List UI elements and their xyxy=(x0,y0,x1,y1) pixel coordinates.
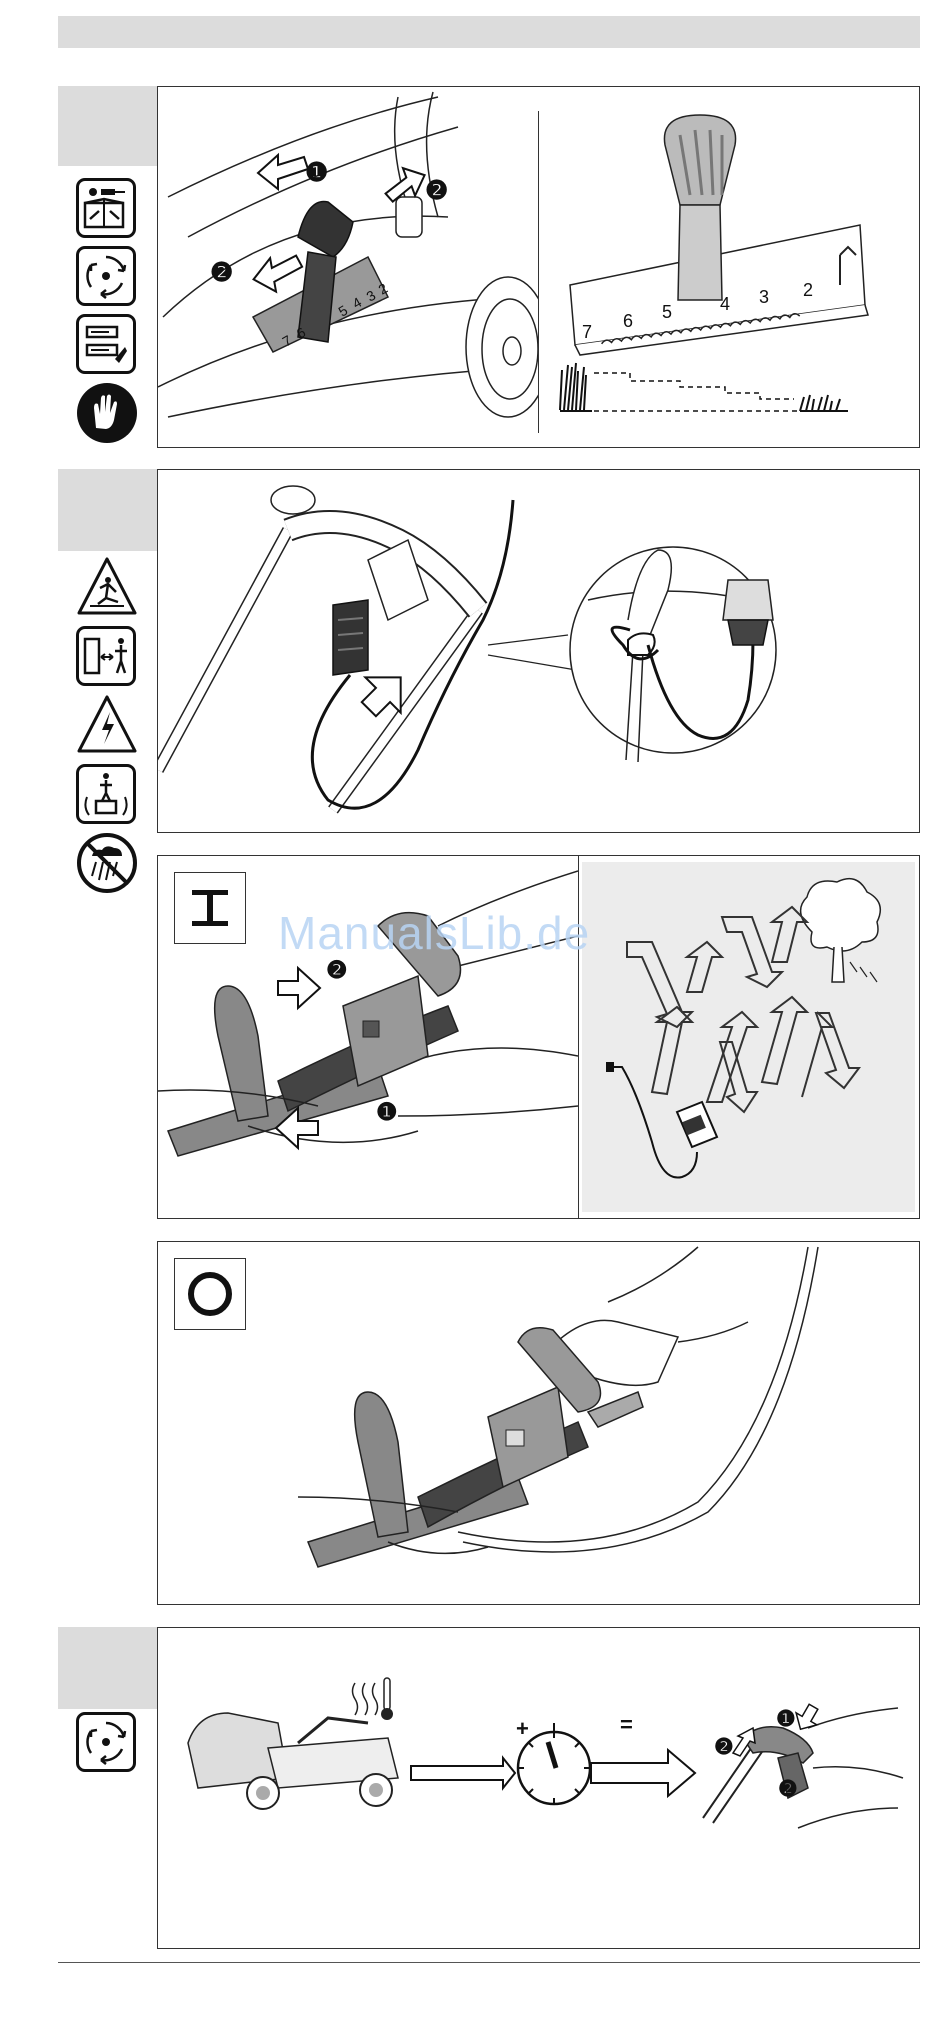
divider xyxy=(538,111,539,433)
callout-2: ❷ xyxy=(210,257,233,288)
keep-bystanders-away-icon xyxy=(76,764,136,824)
section-tab-1 xyxy=(58,86,158,166)
callout-1: ❶ xyxy=(776,1706,796,1732)
cool-down-panel: + = ❶ ❷ ❷ xyxy=(157,1627,920,1949)
keep-distance-icon xyxy=(76,626,136,686)
cable-connection-panel xyxy=(157,469,920,833)
height-scale-detail: 7 6 5 4 3 2 xyxy=(550,95,920,445)
cutting-height-panel: 7 6 5 4 3 2 ❶ ❷ ❷ 7 6 5 4 3 2 xyxy=(157,86,920,448)
no-rain-icon xyxy=(76,832,138,894)
detail-num-7: 7 xyxy=(582,322,592,342)
mowing-pattern-illustration xyxy=(582,862,915,1212)
section-tab-2 xyxy=(58,469,158,551)
header-bar xyxy=(58,16,920,48)
rotating-blade-icon xyxy=(76,246,136,306)
section-tab-5 xyxy=(58,1627,158,1709)
service-manual-icon xyxy=(76,314,136,374)
slip-hazard-icon xyxy=(76,556,138,616)
callout-1: ❶ xyxy=(305,157,328,188)
switch-on-panel: ❷ ❶ xyxy=(157,855,920,1219)
detail-num-5: 5 xyxy=(662,302,672,322)
manual-tools-icon xyxy=(76,178,136,238)
equals-sign: = xyxy=(620,1712,633,1738)
switch-off-panel xyxy=(157,1241,920,1605)
cool-down-illustration xyxy=(158,1628,920,1948)
detail-num-4: 4 xyxy=(720,294,730,314)
callout-2: ❷ xyxy=(326,956,348,985)
watermark: ManualsLib.de xyxy=(278,906,590,960)
callout-2: ❷ xyxy=(714,1734,734,1760)
mowing-pattern-area xyxy=(582,862,915,1212)
cable-plug-illustration xyxy=(158,470,920,832)
callout-2: ❷ xyxy=(425,175,448,206)
switch-off-illustration xyxy=(158,1242,920,1604)
detail-num-3: 3 xyxy=(759,287,769,307)
callout-2: ❷ xyxy=(778,1776,798,1802)
detail-num-6: 6 xyxy=(623,311,633,331)
gloves-icon xyxy=(76,382,138,444)
detail-num-2: 2 xyxy=(803,280,813,300)
plus-sign: + xyxy=(516,1716,529,1742)
callout-1: ❶ xyxy=(376,1098,398,1127)
rotating-blade-icon xyxy=(76,1712,136,1772)
electric-shock-icon xyxy=(76,694,138,754)
footer-line xyxy=(58,1962,920,1963)
